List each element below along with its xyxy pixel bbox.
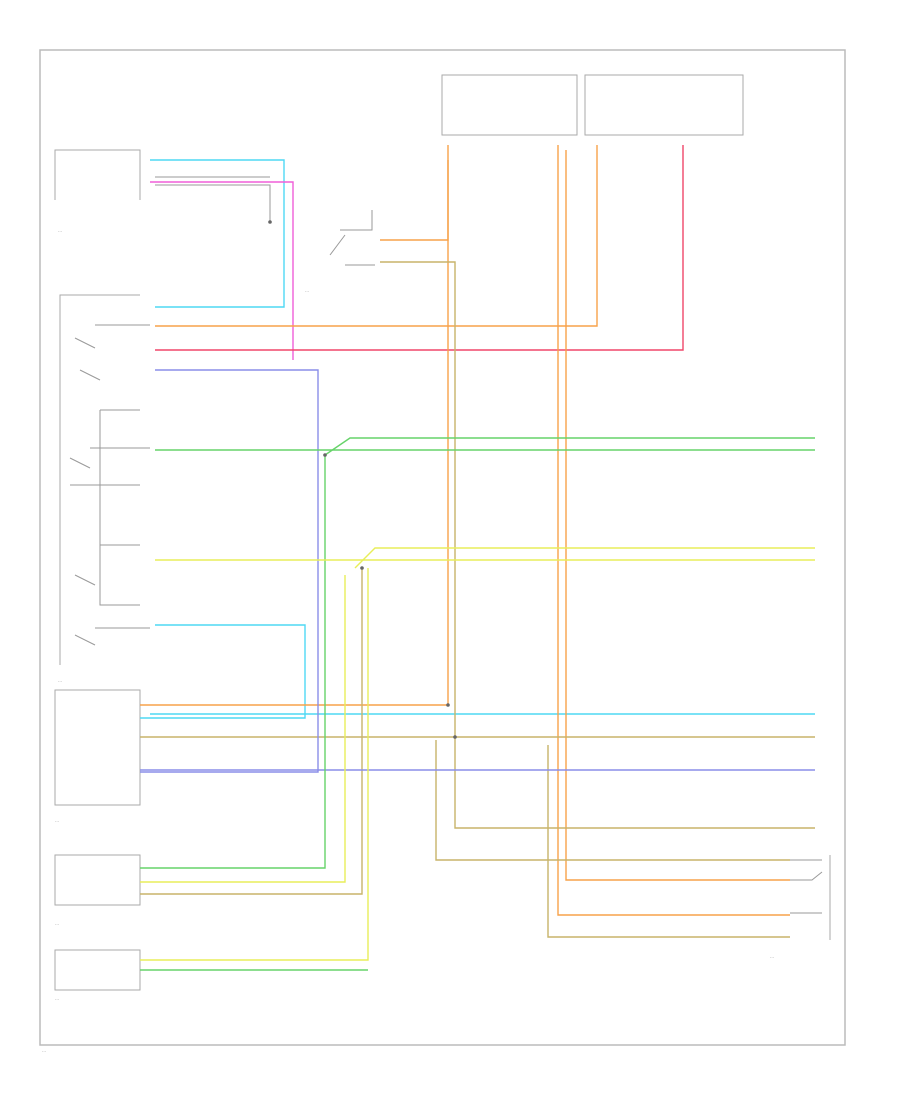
label-body-control-module: ... — [55, 921, 59, 926]
label-diagram-code: ... — [42, 1048, 46, 1053]
fuse-block-right-box — [584, 74, 744, 136]
wire-cyan — [150, 159, 285, 308]
wires — [140, 145, 815, 971]
label-instrument-cluster: ... — [55, 996, 59, 1001]
component-labels: ... ... ... ... ... ... ... ... — [42, 228, 774, 1053]
label-hazard-lamp: ... — [58, 228, 62, 233]
wire-yellow-4 — [140, 575, 346, 883]
fuse-block-left-box — [441, 74, 578, 136]
wire-tan-3 — [140, 568, 363, 895]
wire-orange-5 — [565, 150, 790, 881]
wire-yellow-3 — [140, 568, 369, 961]
wire-blue — [140, 369, 319, 773]
diagram-frame — [39, 49, 846, 1046]
switch-graphics — [69, 176, 823, 914]
wire-tan-1 — [380, 261, 815, 829]
label-combination-switch: ... — [305, 288, 309, 293]
wire-orange-2 — [380, 145, 449, 241]
instrument-cluster-box — [54, 949, 141, 991]
label-multifunction-module: ... — [55, 818, 59, 823]
body-control-module-box — [54, 854, 141, 906]
splice-points — [268, 220, 457, 739]
wire-yellow-2 — [354, 547, 815, 569]
multifunction-module-box — [54, 689, 141, 806]
wire-pink — [150, 181, 294, 360]
turn-switch-box — [59, 294, 140, 665]
wire-green-2 — [324, 437, 815, 456]
wire-green-3 — [140, 455, 326, 869]
wire-orange-4 — [557, 145, 790, 916]
wire-orange-1 — [155, 145, 598, 327]
label-turn-switch: ... — [58, 678, 62, 683]
hazard-lamp-box — [54, 149, 141, 200]
wire-cyan-2 — [140, 624, 306, 719]
wire-orange-3 — [140, 160, 449, 706]
wire-red — [155, 145, 684, 351]
component-boxes — [54, 74, 831, 991]
wire-tan-4 — [435, 740, 790, 861]
wire-tan-5 — [547, 745, 790, 938]
label-trailer-relay: ... — [770, 954, 774, 959]
